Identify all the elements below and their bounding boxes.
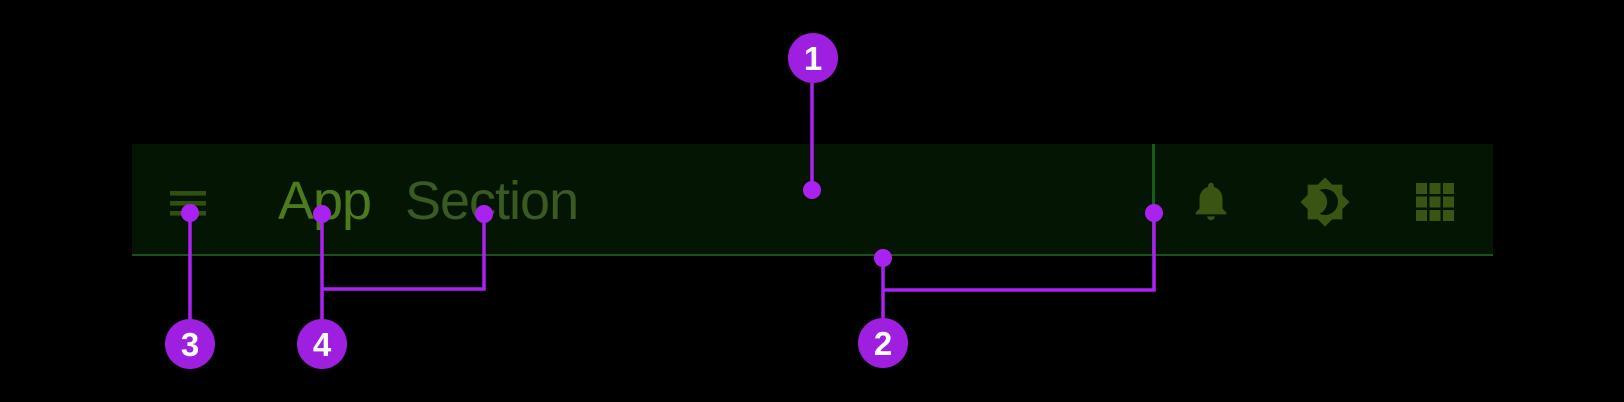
notifications-button[interactable] <box>1188 178 1234 224</box>
annotation-bubble <box>165 319 215 369</box>
brightness-theme-icon <box>1300 177 1350 227</box>
theme-toggle-button[interactable] <box>1299 176 1351 228</box>
app-title[interactable]: App <box>278 171 372 231</box>
annotation-label: 1 <box>804 40 822 77</box>
annotation-bubble <box>858 318 908 368</box>
annotation-label: 4 <box>313 326 332 363</box>
hamburger-menu-icon <box>170 191 206 216</box>
annotation-label: 3 <box>181 326 199 363</box>
annotation-bubble <box>788 33 838 83</box>
annotation-bubble <box>297 319 347 369</box>
apps-grid-button[interactable] <box>1416 183 1454 221</box>
menu-button[interactable] <box>170 191 206 216</box>
annotation-label: 2 <box>874 325 892 362</box>
app-bar: App Section <box>132 144 1493 256</box>
bell-icon <box>1195 182 1227 221</box>
apps-grid-icon <box>1416 183 1454 221</box>
toolbar-divider <box>1152 144 1155 256</box>
section-title: Section <box>405 171 579 231</box>
